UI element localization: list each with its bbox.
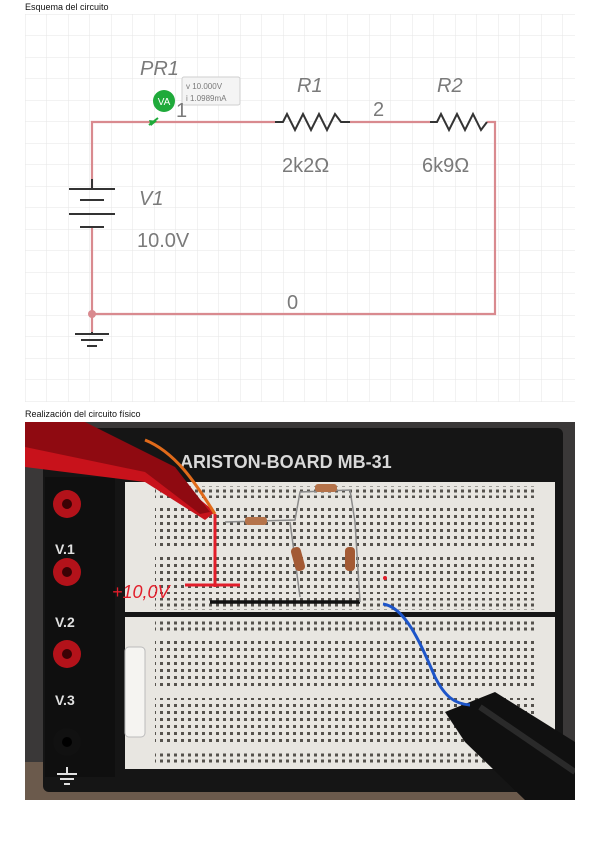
r2-value: 6k9Ω bbox=[422, 155, 469, 177]
resistor-3 bbox=[315, 484, 337, 492]
breadboard-bottom bbox=[124, 617, 555, 769]
svg-text:+10,0V: +10,0V bbox=[112, 582, 172, 602]
r2-name: R2 bbox=[437, 75, 463, 97]
node-1-label: 1 bbox=[176, 100, 187, 122]
ground-icon bbox=[75, 332, 109, 347]
resistor-4 bbox=[245, 517, 267, 525]
battery-v1-symbol[interactable] bbox=[69, 179, 115, 228]
board-label: ARISTON-BOARD MB-31 bbox=[180, 452, 392, 472]
node-2-label: 2 bbox=[373, 99, 384, 121]
node-0-label: 0 bbox=[287, 292, 298, 314]
resistor-r1-symbol[interactable] bbox=[275, 111, 350, 133]
v1-name: V1 bbox=[139, 188, 163, 210]
probe-readout-box bbox=[181, 76, 241, 106]
probe-icon[interactable]: VA bbox=[148, 90, 175, 126]
svg-text:VA: VA bbox=[158, 97, 171, 108]
schematic-canvas[interactable]: PR1 v 10.000V i 1.0989mA VA 1 2 0 R1 2k2… bbox=[25, 14, 575, 402]
ground-node-dot bbox=[88, 310, 96, 318]
side-label-v1: V.1 bbox=[55, 541, 75, 557]
handwritten-annotation: +10,0V bbox=[112, 582, 240, 602]
marker-dot bbox=[383, 576, 387, 580]
r1-name: R1 bbox=[297, 75, 323, 97]
side-label-v3: V.3 bbox=[55, 692, 75, 708]
resistor-2 bbox=[345, 547, 355, 571]
blue-wire bbox=[382, 602, 471, 707]
probe-voltage: v 10.000V bbox=[186, 82, 223, 91]
side-label-v2: V.2 bbox=[55, 614, 75, 630]
breadboard-photo: ARISTON-BOARD MB-31 V.1 V.2 V.3 bbox=[25, 422, 575, 800]
section-title-physical: Realización del circuito físico bbox=[25, 409, 141, 419]
v1-value: 10.0V bbox=[137, 230, 190, 252]
black-clip bbox=[445, 692, 575, 800]
orange-lead bbox=[144, 438, 217, 515]
section-title-schematic: Esquema del circuito bbox=[25, 2, 109, 12]
red-clip bbox=[25, 422, 215, 520]
power-sockets: V.1 V.2 V.3 bbox=[45, 477, 115, 785]
ground-icon bbox=[57, 767, 77, 785]
probe-current: i 1.0989mA bbox=[186, 94, 227, 103]
resistor-1 bbox=[290, 547, 306, 571]
circuit-wires bbox=[90, 120, 497, 332]
probe-name: PR1 bbox=[140, 58, 179, 80]
resistor-r2-symbol[interactable] bbox=[430, 111, 488, 133]
r1-value: 2k2Ω bbox=[282, 155, 329, 177]
